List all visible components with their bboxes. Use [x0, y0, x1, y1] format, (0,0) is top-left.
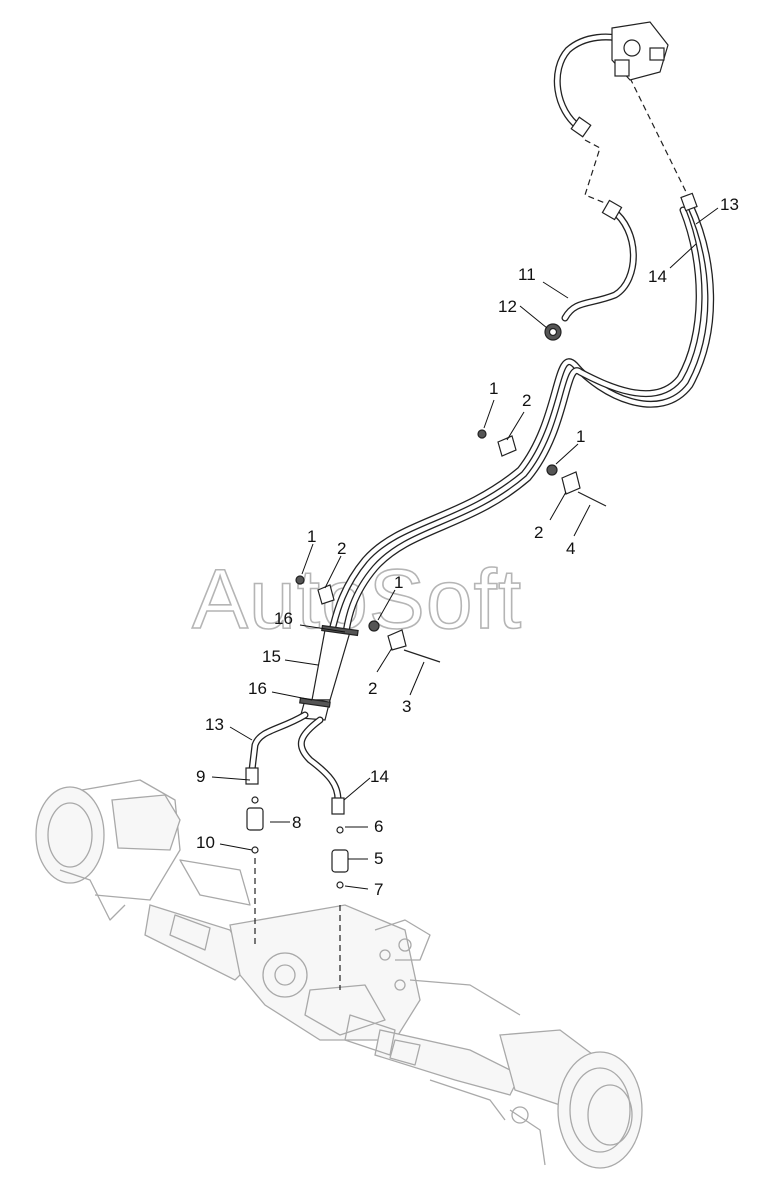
callout-13: 13 — [205, 715, 224, 734]
dashed-connection-lines — [254, 77, 691, 990]
callout-14: 14 — [648, 267, 667, 286]
callout-10: 10 — [196, 833, 215, 852]
callout-11: 11 — [518, 265, 536, 284]
callout-16: 16 — [274, 609, 293, 628]
callout-9: 9 — [196, 767, 205, 786]
callout-1: 1 — [307, 527, 316, 546]
callout-4: 4 — [566, 539, 575, 558]
callout-2: 2 — [368, 679, 377, 698]
sleeve-15 — [299, 624, 359, 721]
callout-1: 1 — [489, 379, 498, 398]
axle-assembly-ghost — [35, 779, 643, 1169]
callout-2: 2 — [522, 391, 531, 410]
callout-1: 1 — [576, 427, 585, 446]
callout-2: 2 — [534, 523, 543, 542]
callout-12: 12 — [498, 297, 517, 316]
callout-labels: 1 2 1 2 4 1 2 1 16 15 2 3 16 13 9 8 10 1… — [196, 195, 739, 899]
leader-lines — [211, 207, 719, 890]
lower-hoses — [245, 711, 345, 815]
nut-12 — [544, 323, 562, 341]
upper-valve-assembly — [553, 21, 669, 138]
callout-2: 2 — [337, 539, 346, 558]
callout-14: 14 — [370, 767, 389, 786]
callout-8: 8 — [292, 813, 301, 832]
callout-13: 13 — [720, 195, 739, 214]
callout-16: 16 — [248, 679, 267, 698]
callout-7: 7 — [374, 880, 383, 899]
callout-6: 6 — [374, 817, 383, 836]
callout-1: 1 — [394, 573, 403, 592]
hose-11 — [561, 199, 637, 322]
callout-3: 3 — [402, 697, 411, 716]
hoses-13-14 — [328, 192, 715, 636]
callout-5: 5 — [374, 849, 383, 868]
callout-15: 15 — [262, 647, 281, 666]
